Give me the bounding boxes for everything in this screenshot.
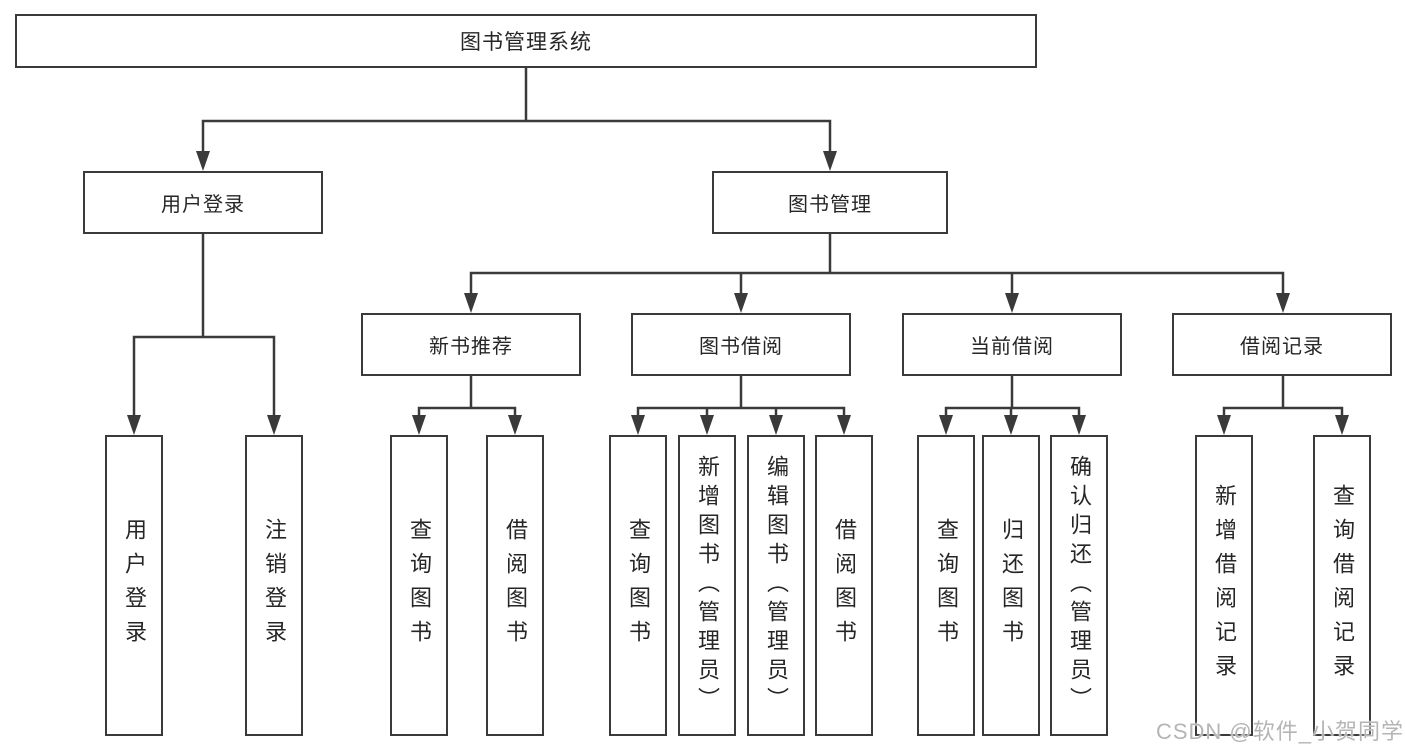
leaf-borrowing-borrow-book: 借阅图书 (815, 435, 873, 736)
node-book-management: 图书管理 (712, 171, 948, 234)
node-label: 借阅记录 (1240, 336, 1324, 358)
arrow-down-icon (267, 415, 281, 435)
node-label: 新书推荐 (429, 336, 513, 358)
arrow-down-icon (734, 293, 748, 313)
arrow-down-icon (1004, 415, 1018, 435)
node-current-borrowing: 当前借阅 (902, 313, 1122, 376)
node-label: 图书管理系统 (460, 31, 592, 54)
arrow-down-icon (1217, 415, 1231, 435)
arrow-down-icon (412, 415, 426, 435)
arrow-down-icon (196, 151, 210, 171)
node-label: 借阅图书 (503, 517, 528, 654)
arrow-down-icon (631, 415, 645, 435)
leaf-edit-book-admin: 编辑图书（管理员） (747, 435, 805, 736)
node-library-management-system: 图书管理系统 (15, 14, 1037, 68)
node-label: 图书借阅 (699, 336, 783, 358)
node-label: 查询借阅记录 (1330, 483, 1355, 688)
arrow-down-icon (823, 151, 837, 171)
arrow-down-icon (127, 415, 141, 435)
node-label: 新增图书（管理员） (695, 455, 720, 716)
node-label: 注销登录 (262, 517, 287, 654)
node-label: 查询图书 (407, 517, 432, 654)
arrow-down-icon (1072, 415, 1086, 435)
leaf-recommend-query-book: 查询图书 (390, 435, 448, 736)
node-label: 查询图书 (934, 517, 959, 654)
csdn-watermark: CSDN @软件_小贺同学 (1155, 719, 1404, 744)
node-new-book-recommendation: 新书推荐 (361, 313, 581, 376)
leaf-logout: 注销登录 (245, 435, 303, 736)
node-label: 确认归还（管理员） (1067, 455, 1092, 716)
leaf-add-book-admin: 新增图书（管理员） (678, 435, 736, 736)
leaf-query-borrow-record: 查询借阅记录 (1313, 435, 1371, 736)
node-user-login: 用户登录 (83, 171, 323, 234)
leaf-recommend-borrow-book: 借阅图书 (486, 435, 544, 736)
arrow-down-icon (1005, 293, 1019, 313)
node-borrowing-records: 借阅记录 (1172, 313, 1392, 376)
node-label: 用户登录 (161, 194, 245, 216)
node-label: 查询图书 (626, 517, 651, 654)
arrow-down-icon (1276, 293, 1290, 313)
connector-lines (132, 66, 1344, 423)
arrow-down-icon (700, 415, 714, 435)
leaf-borrowing-query-book: 查询图书 (609, 435, 667, 736)
leaf-return-book: 归还图书 (982, 435, 1040, 736)
node-label: 当前借阅 (970, 336, 1054, 358)
node-label: 归还图书 (999, 517, 1024, 654)
leaf-confirm-return-admin: 确认归还（管理员） (1050, 435, 1108, 736)
node-label: 借阅图书 (832, 517, 857, 654)
node-label: 新增借阅记录 (1212, 483, 1237, 688)
arrow-down-icon (939, 415, 953, 435)
node-label: 用户登录 (122, 517, 147, 654)
arrow-down-icon (769, 415, 783, 435)
node-label: 图书管理 (788, 194, 872, 216)
leaf-add-borrow-record: 新增借阅记录 (1195, 435, 1253, 736)
leaf-user-login: 用户登录 (105, 435, 163, 736)
node-book-borrowing: 图书借阅 (631, 313, 851, 376)
node-label: 编辑图书（管理员） (764, 455, 789, 716)
arrow-down-icon (464, 293, 478, 313)
arrow-down-icon (837, 415, 851, 435)
arrow-down-icon (508, 415, 522, 435)
leaf-current-query-book: 查询图书 (917, 435, 975, 736)
arrow-down-icon (1335, 415, 1349, 435)
arrowhead-icons (127, 151, 1349, 435)
